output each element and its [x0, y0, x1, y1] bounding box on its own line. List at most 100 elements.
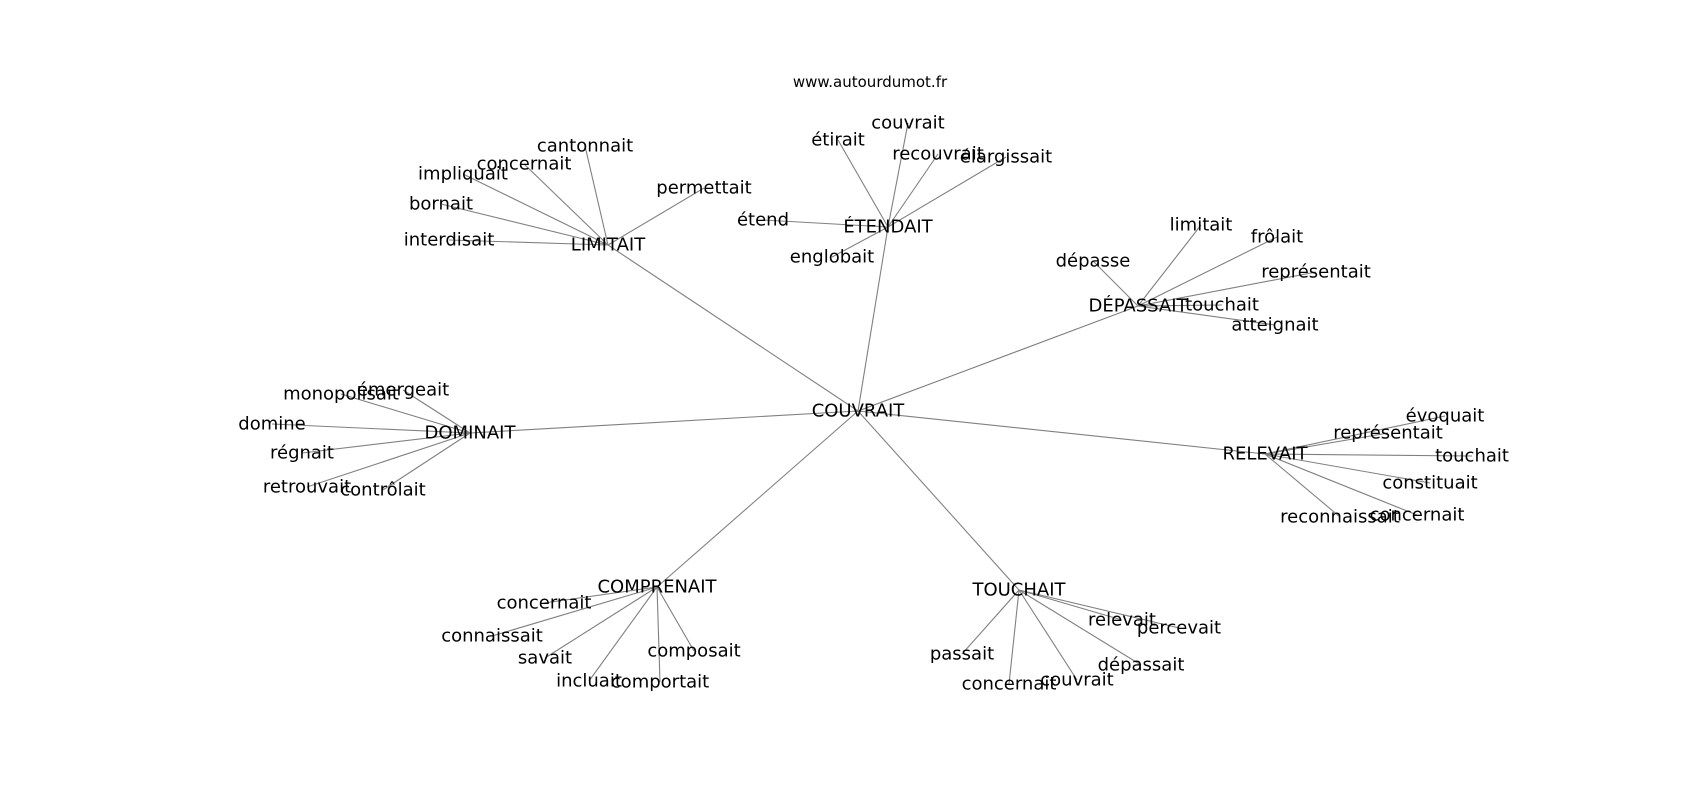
edge-hub-3-leaf-4: [1137, 271, 1317, 307]
edge-hub-2-leaf-4: [887, 156, 1007, 228]
edge-hub-5-leaf-4: [1264, 453, 1431, 484]
hub-node-4[interactable]: DOMINAIT: [425, 423, 517, 444]
leaf-node-6-5[interactable]: incluait: [556, 671, 622, 692]
leaf-node-3-5[interactable]: touchait: [1185, 295, 1259, 316]
hub-node-2[interactable]: ÉTENDAIT: [843, 216, 933, 238]
edge-hub-6-leaf-6: [656, 586, 661, 683]
leaf-node-4-1[interactable]: monopolisait: [283, 384, 399, 405]
leaf-node-3-1[interactable]: limitait: [1170, 215, 1233, 236]
edge-hub-6-leaf-2: [491, 586, 658, 637]
leaf-node-5-2[interactable]: représentait: [1333, 423, 1443, 444]
leaf-node-1-4[interactable]: bornait: [409, 194, 473, 215]
leaf-node-7-6[interactable]: couvrait: [1040, 670, 1113, 691]
leaf-node-1-6[interactable]: permettait: [656, 178, 751, 199]
leaf-node-7-3[interactable]: passait: [930, 644, 994, 665]
edge-hub-4-leaf-2: [402, 389, 471, 434]
leaf-node-2-6[interactable]: englobait: [790, 247, 874, 268]
edge-hub-6-leaf-5: [588, 586, 658, 682]
leaf-node-2-1[interactable]: couvrait: [871, 113, 944, 134]
edge-hub-7-leaf-2: [1018, 589, 1180, 629]
edge-hub-7-leaf-5: [1008, 589, 1020, 685]
edge-hub-1-leaf-5: [448, 239, 609, 246]
edge-hub-4-leaf-4: [301, 432, 471, 454]
leaf-node-2-3[interactable]: recouvrait: [892, 144, 984, 165]
leaf-node-1-1[interactable]: cantonnait: [537, 136, 633, 157]
leaf-node-1-2[interactable]: concernait: [477, 154, 572, 175]
leaf-node-5-3[interactable]: touchait: [1435, 446, 1509, 467]
graph-edges: [271, 122, 1473, 685]
leaf-node-6-2[interactable]: connaissait: [441, 626, 543, 647]
leaf-node-3-2[interactable]: frôlait: [1251, 227, 1303, 248]
leaf-node-2-2[interactable]: étirait: [811, 130, 865, 151]
edge-hub-3-leaf-2: [1137, 236, 1278, 307]
edge-hub-6-leaf-4: [656, 586, 695, 652]
leaf-node-7-2[interactable]: percevait: [1137, 618, 1221, 639]
leaf-node-6-6[interactable]: comportait: [611, 672, 709, 693]
leaf-node-1-5[interactable]: interdisait: [404, 230, 495, 251]
edge-hub-2-leaf-1: [887, 122, 909, 228]
leaf-node-3-6[interactable]: atteignait: [1231, 315, 1318, 336]
edge-hub-7-leaf-3: [961, 589, 1020, 655]
edge-hub-6-leaf-1: [543, 586, 658, 604]
leaf-node-7-1[interactable]: relevait: [1088, 610, 1156, 631]
edge-hub-7-leaf-4: [1018, 589, 1142, 666]
edge-center-5: [857, 410, 1266, 455]
edge-hub-4-leaf-6: [382, 432, 471, 491]
edge-hub-7-leaf-6: [1018, 589, 1078, 681]
edge-hub-4-leaf-5: [306, 432, 471, 488]
edge-hub-2-leaf-2: [837, 139, 889, 228]
leaf-node-5-4[interactable]: constituait: [1382, 473, 1477, 494]
leaf-node-2-5[interactable]: étend: [737, 210, 789, 231]
leaf-node-4-2[interactable]: émergeait: [357, 380, 449, 401]
leaf-node-6-4[interactable]: composait: [647, 641, 740, 662]
edge-hub-1-leaf-1: [584, 145, 609, 246]
leaf-node-6-3[interactable]: savait: [518, 648, 572, 669]
hub-node-5[interactable]: RELEVAIT: [1222, 444, 1308, 465]
leaf-node-7-4[interactable]: dépassait: [1098, 655, 1185, 676]
edge-hub-1-leaf-6: [607, 187, 705, 246]
leaf-node-6-1[interactable]: concernait: [497, 593, 592, 614]
edge-hub-3-leaf-3: [1092, 260, 1139, 307]
leaf-node-4-5[interactable]: retrouvait: [263, 477, 351, 498]
edge-center-3: [857, 305, 1139, 412]
edge-center-6: [656, 410, 859, 588]
edge-hub-3-leaf-1: [1137, 224, 1202, 307]
edge-center-4: [469, 410, 859, 434]
graph-labels: COUVRAITLIMITAITcantonnaitconcernaitimpl…: [238, 113, 1509, 695]
leaf-node-5-1[interactable]: évoquait: [1406, 406, 1485, 427]
edge-hub-6-leaf-3: [544, 586, 658, 659]
edge-center-2: [857, 226, 889, 412]
edge-hub-1-leaf-2: [523, 163, 609, 246]
leaf-node-4-3[interactable]: domine: [238, 414, 305, 435]
hub-node-3[interactable]: DÉPASSAIT: [1088, 295, 1188, 317]
leaf-node-2-4[interactable]: élargissait: [960, 147, 1052, 168]
leaf-node-3-4[interactable]: représentait: [1261, 262, 1371, 283]
edge-hub-4-leaf-1: [340, 393, 471, 434]
leaf-node-5-5[interactable]: reconnaissait: [1280, 507, 1400, 528]
leaf-node-5-6[interactable]: concernait: [1370, 505, 1465, 526]
edge-hub-1-leaf-3: [462, 173, 609, 246]
hub-node-1[interactable]: LIMITAIT: [571, 235, 646, 256]
edge-center-1: [607, 244, 859, 412]
leaf-node-4-4[interactable]: régnait: [270, 443, 334, 464]
edge-hub-5-leaf-2: [1264, 432, 1389, 455]
edge-center-7: [857, 410, 1020, 591]
edge-hub-2-leaf-5: [762, 219, 889, 228]
leaf-node-3-3[interactable]: dépasse: [1056, 251, 1131, 272]
edge-hub-2-leaf-6: [831, 226, 889, 258]
edge-hub-5-leaf-5: [1264, 453, 1341, 518]
leaf-node-1-3[interactable]: impliquait: [418, 164, 508, 185]
leaf-node-4-6[interactable]: contrôlait: [340, 480, 425, 501]
edge-hub-7-leaf-1: [1018, 589, 1123, 621]
edge-hub-1-leaf-4: [440, 203, 609, 246]
hub-node-7[interactable]: TOUCHAIT: [971, 580, 1066, 601]
hub-node-6[interactable]: COMPRENAIT: [597, 577, 717, 598]
edge-hub-4-leaf-3: [271, 423, 471, 434]
leaf-node-7-5[interactable]: concernait: [962, 674, 1057, 695]
center-node[interactable]: COUVRAIT: [812, 401, 906, 422]
edge-hub-5-leaf-1: [1264, 415, 1446, 455]
site-label: www.autourdumot.fr: [793, 73, 948, 91]
edge-hub-5-leaf-3: [1264, 453, 1473, 457]
edge-hub-3-leaf-6: [1137, 305, 1276, 326]
